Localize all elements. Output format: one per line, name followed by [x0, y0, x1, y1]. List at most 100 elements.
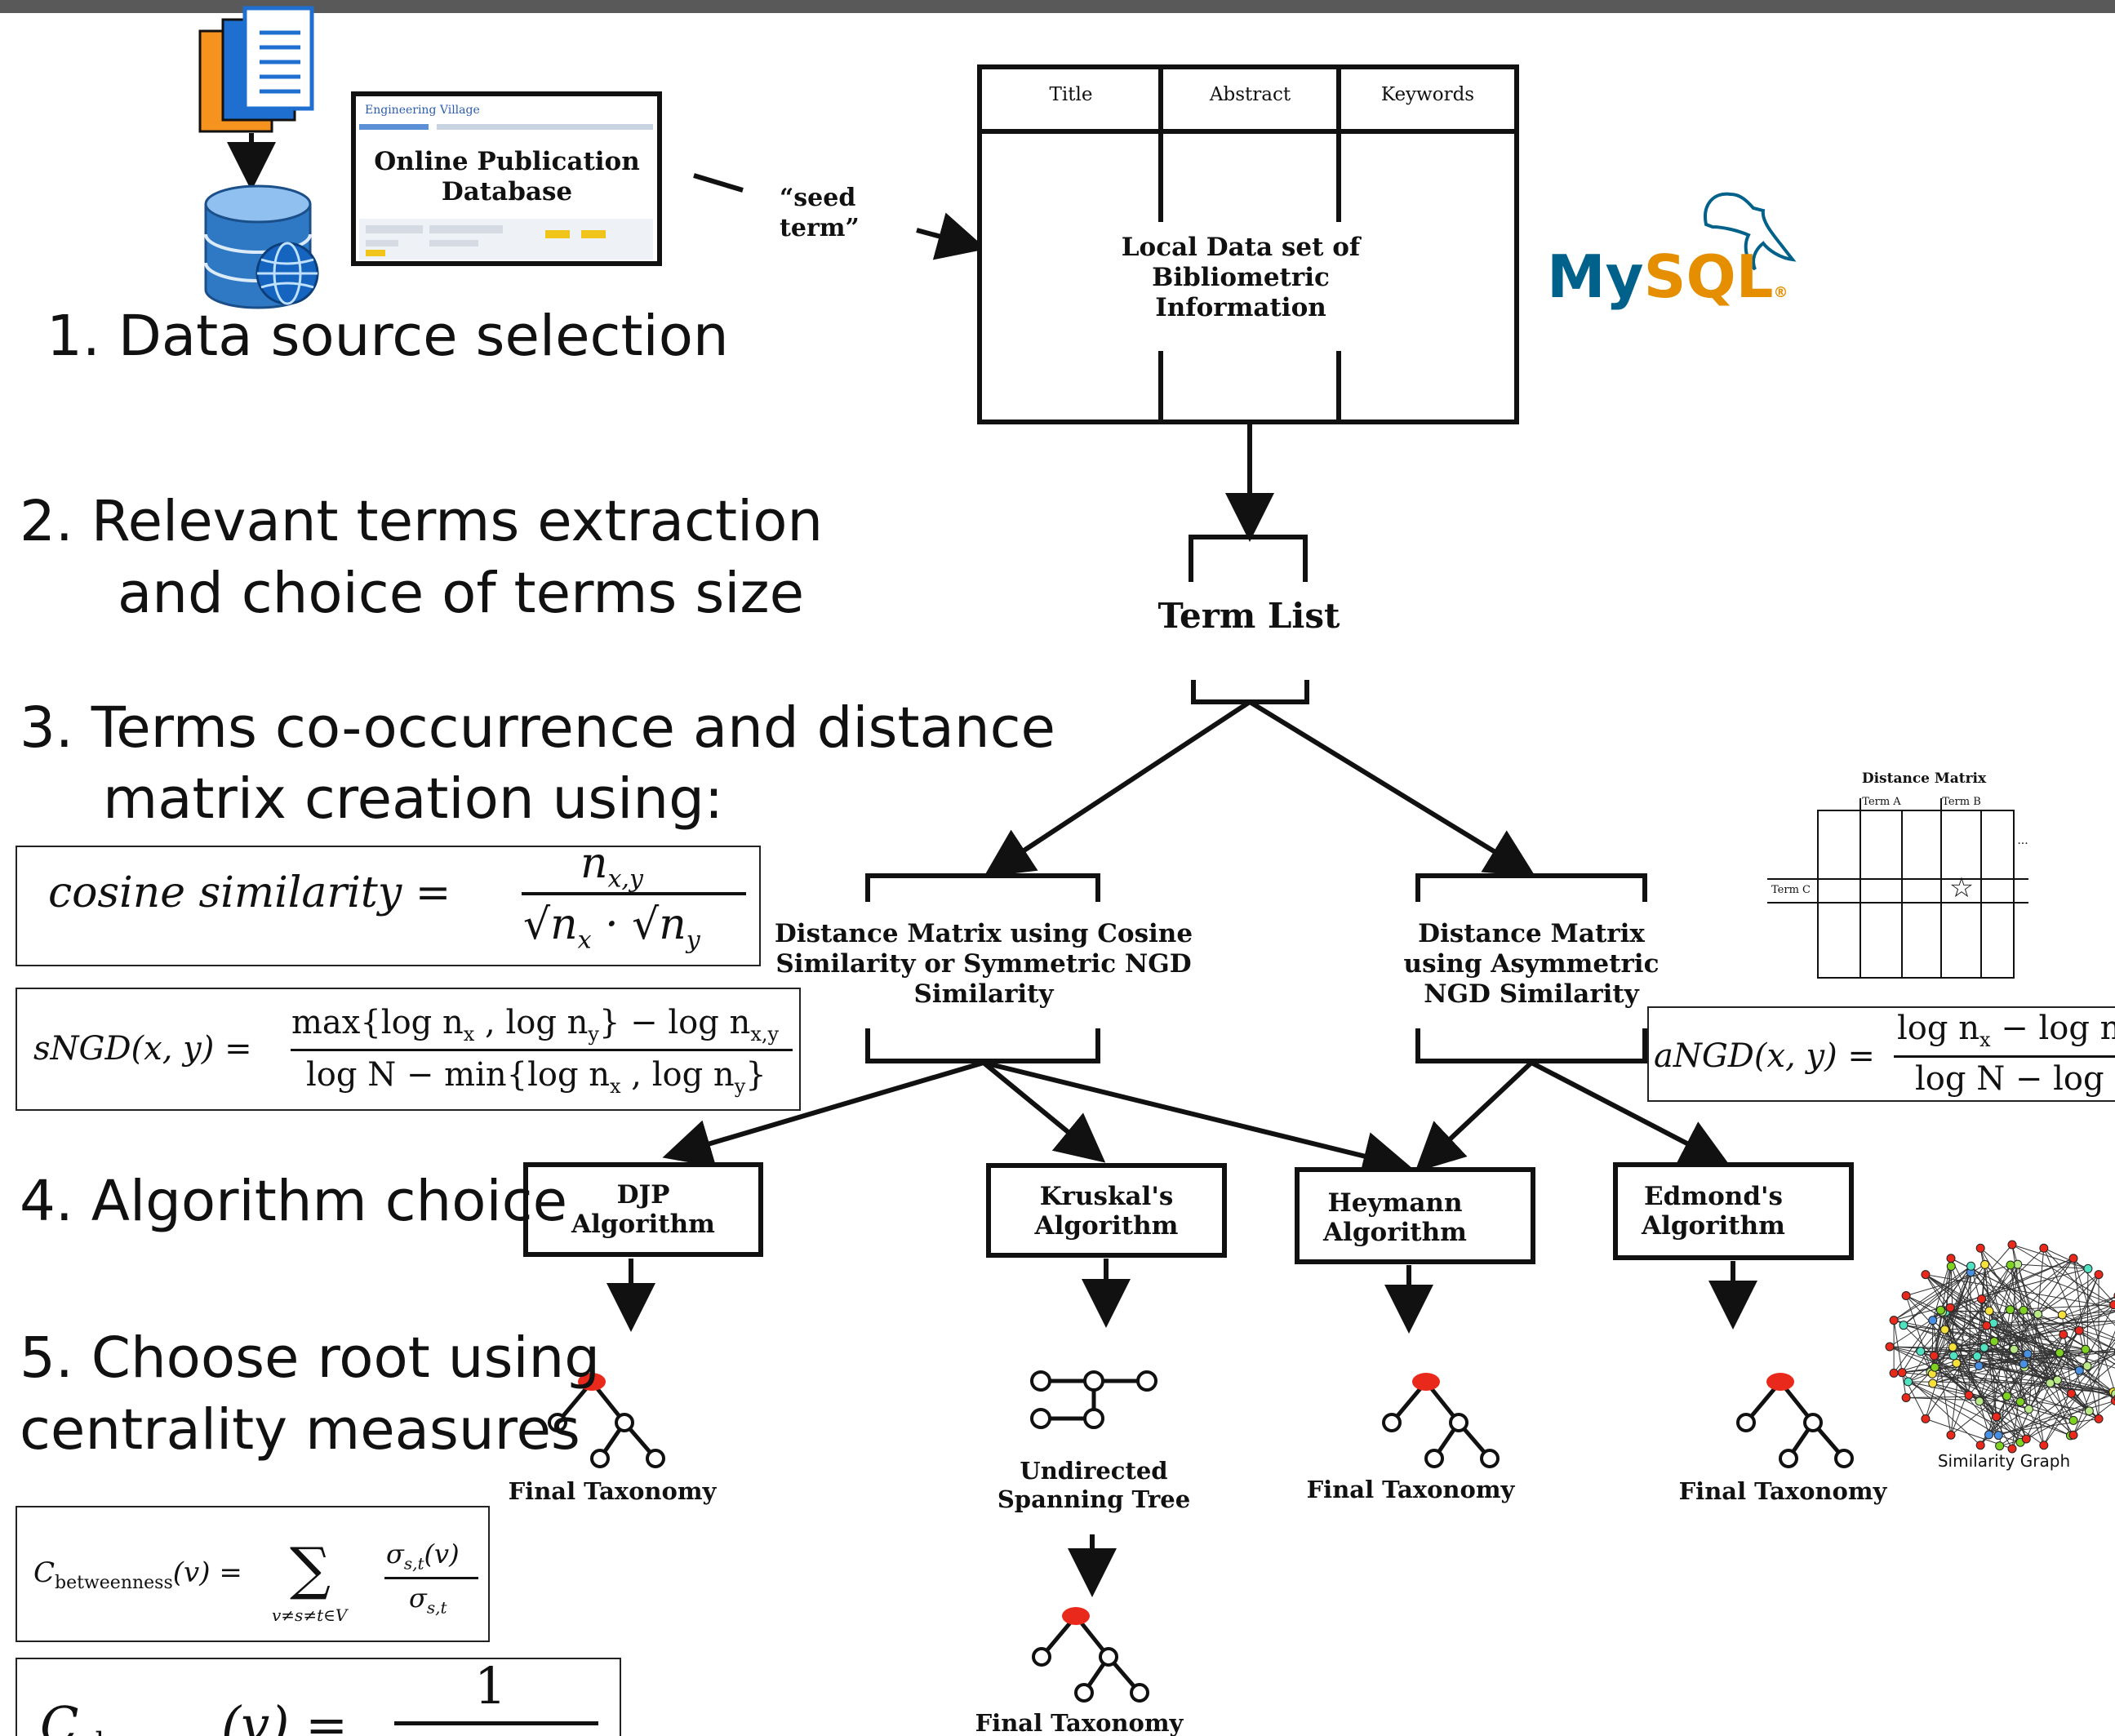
arrow-to-right-matrix: [1248, 699, 1536, 877]
graph-edge: [2014, 1296, 2115, 1350]
betweenness-fraction-bar: [384, 1577, 478, 1579]
graph-node: [2082, 1361, 2092, 1371]
graph-edge: [2061, 1274, 2099, 1316]
graph-edge: [1906, 1396, 2007, 1398]
graph-edge: [1976, 1299, 1983, 1356]
betweenness-arg: (v) =: [172, 1556, 242, 1589]
graph-node: [2033, 1309, 2043, 1319]
graph-node: [2067, 1388, 2077, 1398]
documents-icon: [198, 6, 314, 133]
graph-node: [1948, 1351, 1958, 1361]
left-matrix-top-bracket: [865, 873, 1100, 902]
graph-edge: [1950, 1266, 2021, 1443]
graph-edge: [2010, 1264, 2114, 1306]
closeness-sub: closeness: [78, 1727, 221, 1736]
graph-node: [1993, 1431, 2003, 1441]
graph-node: [1948, 1343, 1957, 1352]
graph-edge: [1903, 1325, 2021, 1443]
graph-node: [1921, 1414, 1931, 1423]
betweenness-sub: betweenness: [55, 1572, 173, 1593]
graph-node: [2055, 1348, 2064, 1358]
final-taxonomy-heymann: Final Taxonomy: [1306, 1476, 1515, 1503]
graph-node: [2006, 1260, 2015, 1270]
matrix-term-b: Term B: [1942, 796, 1981, 808]
graph-edge: [1979, 1248, 2029, 1410]
column-keywords: Keywords: [1380, 84, 1475, 105]
betweenness-c: C: [33, 1556, 56, 1589]
graph-node: [2083, 1263, 2093, 1273]
graph-edge: [2028, 1330, 2080, 1410]
graph-node: [1945, 1303, 1955, 1312]
graph-edge: [1908, 1381, 1970, 1396]
graph-edge: [1893, 1265, 1971, 1321]
final-taxonomy-kruskal: Final Taxonomy: [975, 1709, 1184, 1736]
seed-term-line2: term”: [780, 214, 860, 242]
matrix-term-c: Term C: [1771, 884, 1811, 896]
graph-edge: [2006, 1352, 2115, 1397]
djp-box: [523, 1162, 763, 1257]
graph-edge: [2017, 1264, 2071, 1436]
graph-edge: [1905, 1295, 2025, 1368]
graph-edge: [1993, 1296, 2115, 1342]
similarity-graph-icon: [1885, 1240, 2115, 1454]
right-matrix-bottom-bracket: [1415, 1028, 1647, 1063]
graph-node: [1952, 1358, 1962, 1368]
graph-edge: [1950, 1258, 2029, 1410]
graph-node: [1984, 1306, 1994, 1316]
graph-edge: [1901, 1372, 1981, 1446]
graph-edge: [1920, 1244, 2013, 1352]
graph-edge: [1996, 1348, 2086, 1418]
column-abstract: Abstract: [1209, 84, 1291, 105]
mysql-logo-reg: ®: [1773, 284, 1788, 301]
step-4-label: 4. Algorithm choice: [20, 1169, 568, 1234]
graph-node: [1885, 1342, 1895, 1352]
graph-node: [1889, 1368, 1899, 1378]
local-dataset-line3: Information: [1155, 293, 1326, 322]
right-matrix-line3: NGD Similarity: [1424, 979, 1639, 1009]
graph-node: [2057, 1310, 2067, 1320]
graph-node: [1929, 1351, 1939, 1361]
heymann-line1: Heymann: [1327, 1188, 1463, 1218]
graph-node: [2046, 1379, 2055, 1388]
graph-edge: [1940, 1309, 2074, 1436]
graph-node: [1975, 1396, 1984, 1406]
matrix-term-a: Term A: [1862, 796, 1901, 808]
graph-edge: [1925, 1274, 2115, 1394]
graph-edge: [1903, 1272, 1971, 1326]
term-list-label: Term List: [1157, 596, 1340, 636]
graph-node: [1901, 1393, 1911, 1402]
graph-node: [1921, 1270, 1931, 1280]
mysql-logo-my: My: [1547, 242, 1644, 311]
graph-edge: [1979, 1247, 2115, 1361]
graph-edge: [1908, 1264, 1986, 1383]
graph-node: [2094, 1270, 2104, 1280]
graph-edge: [2023, 1258, 2074, 1311]
term-list-bottom-bracket: [1191, 680, 1309, 704]
betweenness-formula-box: Cbetweenness(v) = ∑ v≠s≠t∈V σs,t(v) σs,t: [16, 1506, 490, 1642]
graph-node: [1992, 1412, 2002, 1422]
graph-node: [2007, 1240, 2017, 1250]
graph-edge: [1986, 1320, 2115, 1326]
local-dataset-table: [977, 64, 1519, 424]
graph-edge: [1935, 1311, 2115, 1368]
graph-node: [1946, 1261, 1956, 1271]
graph-edge: [1893, 1320, 1907, 1398]
graph-edge: [2043, 1248, 2080, 1331]
betweenness-denominator: σs,t: [409, 1583, 447, 1618]
angd-fraction-bar: [1894, 1055, 2115, 1058]
graph-node: [1928, 1379, 1938, 1388]
undirected-line2: Spanning Tree: [997, 1485, 1191, 1513]
graph-edge: [2062, 1314, 2115, 1339]
sngd-formula-box: sNGD(x, y) = max{log nx , log ny} − log …: [16, 988, 801, 1111]
right-matrix-top-bracket: [1415, 873, 1647, 902]
graph-node: [2084, 1406, 2094, 1416]
column-title: Title: [1049, 84, 1093, 105]
graph-edge: [1998, 1393, 2115, 1436]
betweenness-numerator: σs,t(v): [386, 1538, 460, 1574]
summation-range: v≠s≠t∈V: [272, 1605, 348, 1625]
graph-edge: [1988, 1418, 2099, 1436]
angd-formula-box: aNGD(x, y) = log nx − log n log N − log …: [1647, 1006, 2115, 1102]
graph-edge: [1908, 1381, 2027, 1440]
left-matrix-line3: Similarity: [913, 979, 1054, 1009]
